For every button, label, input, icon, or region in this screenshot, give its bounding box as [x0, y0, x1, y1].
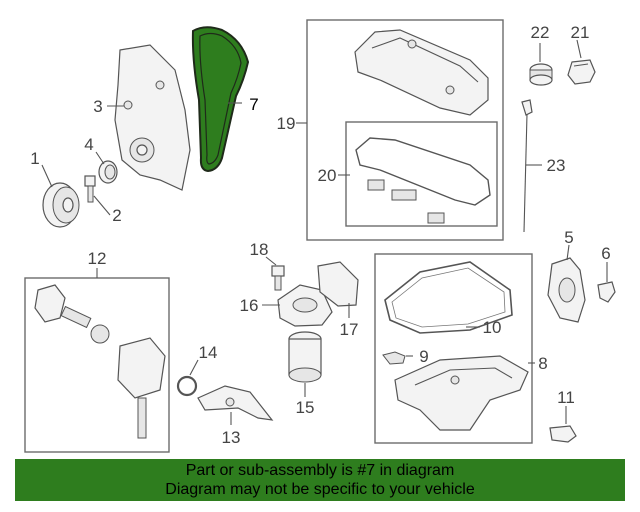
callout-12: 12: [88, 249, 107, 268]
callout-8: 8: [538, 354, 547, 373]
crank-bolt-part[interactable]: [84, 175, 96, 203]
crank-pulley-part[interactable]: [42, 182, 80, 228]
housing-bolt-part[interactable]: [271, 265, 285, 291]
callout-3: 3: [93, 97, 102, 116]
timing-chain-part[interactable]: [191, 26, 250, 173]
callout-18: 18: [250, 240, 269, 259]
callout-11: 11: [557, 388, 575, 407]
callout-10: 10: [483, 318, 502, 337]
o-ring-part[interactable]: [176, 375, 198, 397]
timing-cover-part[interactable]: [114, 44, 191, 191]
valve-cover-gasket-part[interactable]: [355, 137, 491, 224]
engine-mount-bracket-part[interactable]: [197, 385, 274, 421]
oil-pan-seal-part[interactable]: [382, 351, 406, 365]
valve-cover-group-frame: [306, 19, 504, 241]
oil-pan-gasket-part[interactable]: [384, 261, 513, 334]
valve-cover-part[interactable]: [354, 29, 489, 116]
dipstick-part[interactable]: [521, 99, 533, 233]
oil-filler-cap-part[interactable]: [567, 59, 596, 85]
rear-cover-part[interactable]: [547, 257, 586, 323]
callout-22: 22: [531, 23, 550, 42]
callout-2: 2: [112, 206, 121, 225]
callout-21: 21: [571, 23, 590, 42]
callout-4: 4: [84, 135, 93, 154]
oil-filter-part[interactable]: [288, 331, 322, 383]
callout-16: 16: [240, 296, 259, 315]
callout-19: 19: [277, 114, 296, 133]
callout-23: 23: [547, 156, 566, 175]
adapter-plate-part[interactable]: [317, 261, 359, 307]
callout-14: 14: [199, 343, 218, 362]
gasket-group-frame: [345, 121, 498, 227]
callout-1: 1: [30, 149, 39, 168]
callout-6: 6: [601, 244, 610, 263]
callout-17: 17: [340, 320, 359, 339]
bracket-part[interactable]: [597, 281, 616, 303]
parts-diagram: 1 2 3 4 5 6 7 8 9 10 11 12 13 14 15 16 1…: [24, 19, 616, 453]
callout-7: 7: [249, 95, 258, 114]
oil-pump-part[interactable]: [34, 284, 166, 439]
callout-9: 9: [419, 347, 428, 366]
oil-pan-part[interactable]: [394, 355, 529, 431]
grommet-part[interactable]: [529, 63, 553, 86]
callout-13: 13: [222, 428, 241, 447]
banner-line-2: Diagram may not be specific to your vehi…: [165, 481, 475, 498]
info-banner: Part or sub-assembly is #7 in diagram Di…: [15, 459, 625, 501]
callout-15: 15: [296, 398, 315, 417]
oil-pan-group-frame: [374, 253, 533, 444]
filter-housing-part[interactable]: [277, 284, 333, 327]
drain-plug-part[interactable]: [549, 425, 577, 443]
front-seal-part[interactable]: [98, 160, 118, 184]
callout-5: 5: [564, 228, 573, 247]
banner-line-1: Part or sub-assembly is #7 in diagram: [185, 462, 455, 479]
callout-20: 20: [318, 166, 337, 185]
